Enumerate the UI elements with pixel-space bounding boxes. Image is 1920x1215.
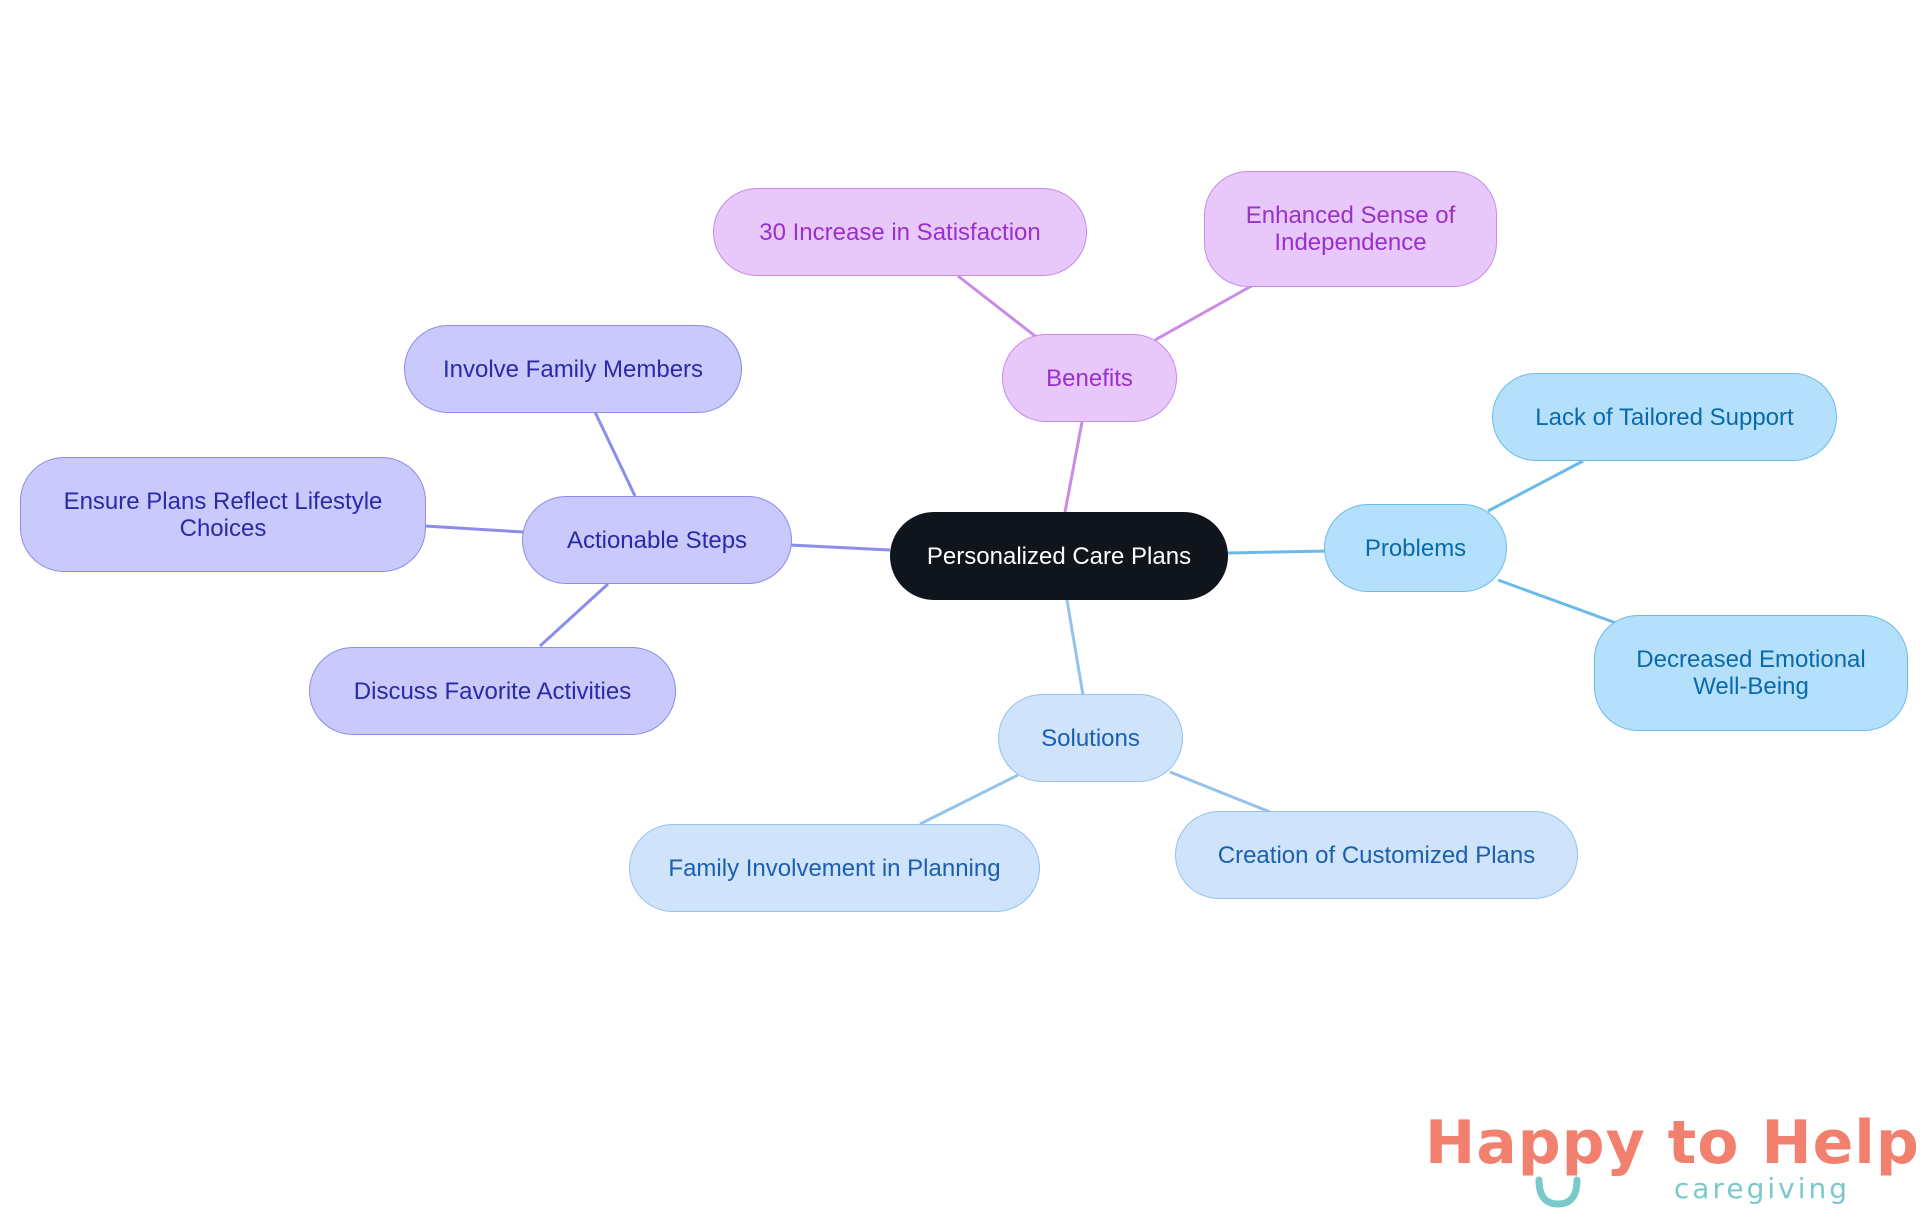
step-involve-family-node: Involve Family Members	[404, 325, 742, 413]
edge-root-problems	[1227, 549, 1329, 555]
problems-node: Problems	[1324, 504, 1507, 592]
logo-subtext: caregiving	[1673, 1172, 1850, 1205]
edge-root-steps	[789, 543, 891, 552]
solution-family-node: Family Involvement in Planning	[629, 824, 1040, 912]
logo-text: Happy to Help	[1425, 1108, 1920, 1178]
edge-benefits-satisfaction	[957, 274, 1036, 338]
edge-root-solutions	[1065, 599, 1085, 696]
edge-solutions-family	[919, 773, 1019, 826]
benefit-independence-node: Enhanced Sense of Independence	[1204, 171, 1497, 287]
brand-logo: Happy to Help caregiving	[1425, 1110, 1919, 1210]
edge-steps-activities	[538, 582, 610, 648]
edge-problems-support	[1487, 459, 1584, 513]
edge-root-benefits	[1063, 421, 1084, 513]
benefits-node: Benefits	[1002, 334, 1177, 422]
root-node: Personalized Care Plans	[890, 512, 1228, 600]
step-activities-node: Discuss Favorite Activities	[309, 647, 676, 735]
smile-icon	[1535, 1176, 1581, 1208]
solution-customized-node: Creation of Customized Plans	[1175, 811, 1578, 899]
edge-steps-lifestyle	[424, 524, 524, 534]
problem-wellbeing-node: Decreased Emotional Well-Being	[1594, 615, 1908, 731]
edge-problems-wellbeing	[1497, 578, 1617, 625]
solutions-node: Solutions	[998, 694, 1183, 782]
steps-node: Actionable Steps	[522, 496, 792, 584]
step-lifestyle-node: Ensure Plans Reflect Lifestyle Choices	[20, 457, 426, 572]
problem-support-node: Lack of Tailored Support	[1492, 373, 1837, 461]
edge-steps-family	[593, 411, 637, 497]
benefit-satisfaction-node: 30 Increase in Satisfaction	[713, 188, 1087, 276]
edge-solutions-customized	[1169, 770, 1271, 814]
edge-benefits-independence	[1154, 282, 1256, 342]
